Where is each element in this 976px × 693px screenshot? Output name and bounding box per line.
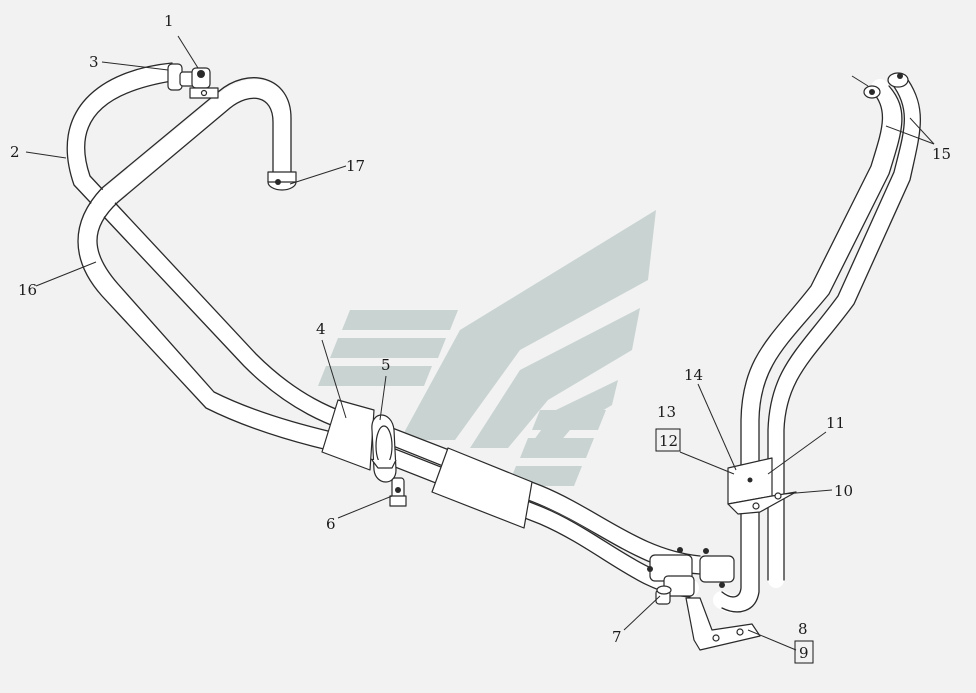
- callout-15: 15: [932, 145, 951, 163]
- sleeve-4: [321, 399, 533, 529]
- fitting-15-top: [863, 72, 909, 99]
- leader-lines: [25, 35, 935, 651]
- callout-11: 11: [826, 414, 845, 432]
- callout-3: 3: [89, 53, 99, 71]
- tube-2: [66, 62, 709, 575]
- callout-14: 14: [684, 366, 703, 384]
- clamp-1: [189, 67, 219, 99]
- tube-15: [713, 74, 922, 614]
- callout-17: 17: [346, 157, 365, 175]
- callout-2: 2: [10, 143, 20, 161]
- callout-13: 13: [657, 403, 676, 421]
- callout-8: 8: [798, 620, 808, 638]
- callout-12: 12: [659, 432, 678, 450]
- tube-16: [77, 77, 699, 598]
- clamp-5: [371, 414, 397, 483]
- clamp-17: [267, 171, 297, 191]
- callout-5: 5: [381, 356, 391, 374]
- callout-10: 10: [834, 482, 853, 500]
- watermark-logo: [318, 210, 656, 486]
- clamp-assembly-7: [647, 547, 735, 605]
- callout-4: 4: [316, 320, 326, 338]
- callout-frame-9: [794, 640, 814, 664]
- bracket-8: [685, 597, 761, 651]
- callout-9: 9: [799, 644, 809, 662]
- bracket-6: [389, 477, 407, 507]
- callout-1: 1: [164, 12, 174, 30]
- bracket-11: [727, 457, 797, 515]
- callout-7: 7: [612, 628, 622, 646]
- callout-6: 6: [326, 515, 336, 533]
- callout-frame-12: [655, 428, 681, 452]
- callout-16: 16: [18, 281, 37, 299]
